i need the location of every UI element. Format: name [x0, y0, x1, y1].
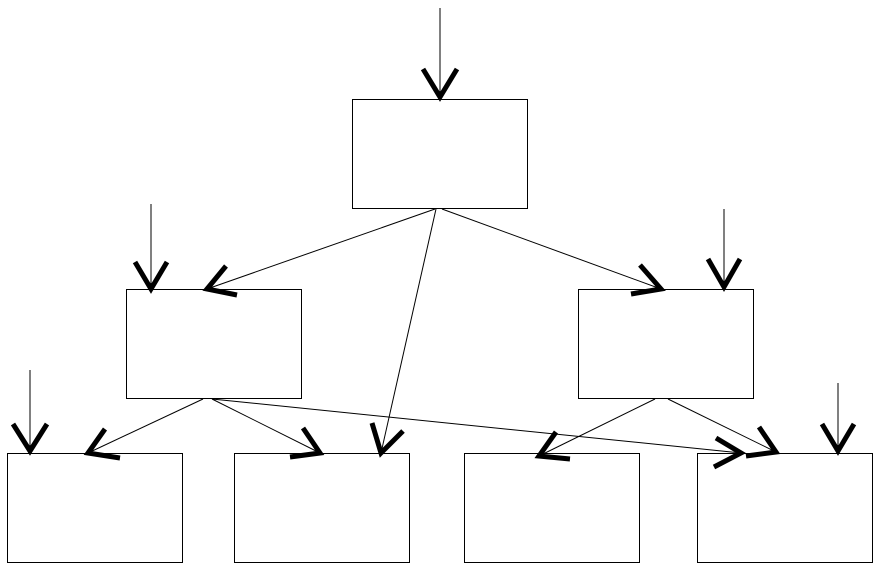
- arrow-mid-left-to-leaf-4: [211, 398, 747, 470]
- node-mid-right: [578, 289, 754, 399]
- arrow-root-to-mid-left: [202, 208, 436, 298]
- arrow-mid-right-to-leaf-4: [667, 398, 781, 459]
- node-leaf-2: [234, 453, 410, 563]
- arrow-mid-left-to-leaf-2: [211, 398, 325, 460]
- node-root: [352, 99, 528, 209]
- arrow-external-to-mid-left: [132, 204, 170, 294]
- arrow-mid-right-to-leaf-3: [534, 398, 656, 462]
- node-mid-left: [126, 289, 302, 399]
- arrow-external-to-leaf-4: [819, 383, 857, 456]
- arrow-root-to-leaf-2: [369, 208, 437, 458]
- arrow-external-to-root: [420, 8, 460, 102]
- arrow-external-to-mid-right: [705, 209, 743, 293]
- arrow-mid-left-to-leaf-1: [83, 398, 204, 461]
- node-leaf-1: [7, 453, 183, 563]
- node-leaf-3: [464, 453, 640, 563]
- node-leaf-4: [697, 453, 873, 563]
- arrow-root-to-mid-right: [441, 208, 666, 297]
- arrow-external-to-leaf-1: [10, 370, 50, 456]
